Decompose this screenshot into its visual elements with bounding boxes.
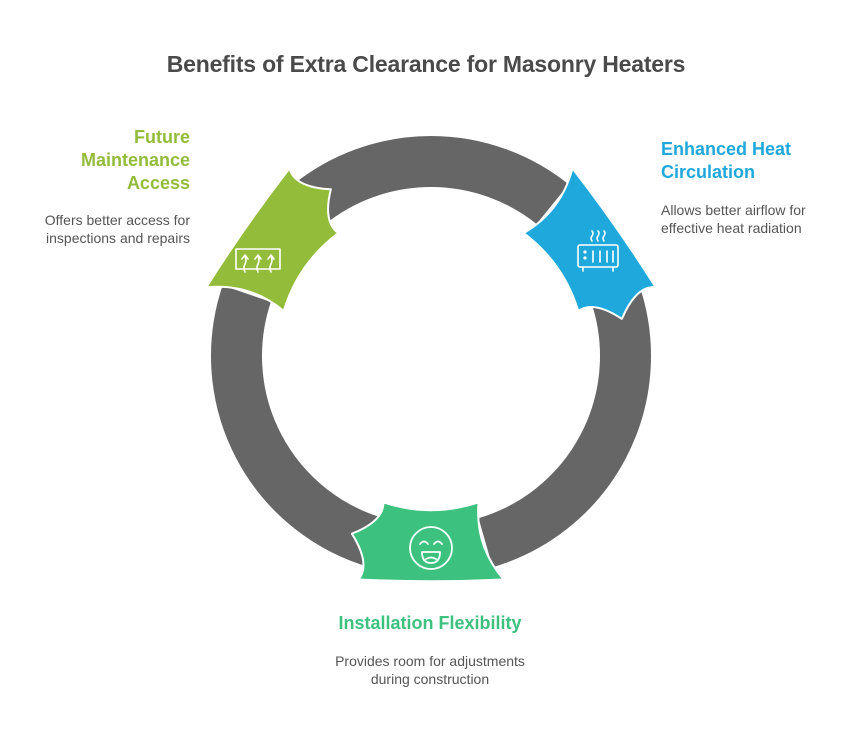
step-title-line: Maintenance xyxy=(80,150,190,170)
diagram-title: Benefits of Extra Clearance for Masonry … xyxy=(166,51,686,77)
step-title: Installation Flexibility xyxy=(338,613,522,633)
smiley-face-icon xyxy=(409,526,453,570)
step-label-installation-flexibility: Installation Flexibility Provides room f… xyxy=(330,612,530,688)
step-arrow-future-maintenance-access xyxy=(205,167,340,312)
ring-segment xyxy=(290,134,572,227)
step-description: Allows better airflow for effective heat… xyxy=(661,202,806,236)
step-title: Future Maintenance Access xyxy=(30,126,190,195)
vent-arrows-up-icon xyxy=(235,248,281,273)
step-description: Offers better access for inspections and… xyxy=(44,212,190,246)
step-label-enhanced-heat-circulation: Enhanced Heat Circulation Allows better … xyxy=(661,138,831,237)
step-arrow-installation-flexibility xyxy=(350,501,505,583)
step-title-line: Access xyxy=(126,173,190,193)
ring-segment xyxy=(476,282,653,570)
step-arrows xyxy=(205,167,657,583)
step-arrow-enhanced-heat-circulation xyxy=(522,167,657,320)
radiator-heater-icon xyxy=(577,230,619,272)
step-label-future-maintenance-access: Future Maintenance Access Offers better … xyxy=(30,126,190,247)
ring-segment xyxy=(209,282,386,570)
step-title-line: Future xyxy=(134,127,190,147)
step-description: Provides room for adjustments during con… xyxy=(335,653,525,687)
step-icons xyxy=(235,230,619,570)
step-title: Enhanced Heat Circulation xyxy=(661,139,792,182)
